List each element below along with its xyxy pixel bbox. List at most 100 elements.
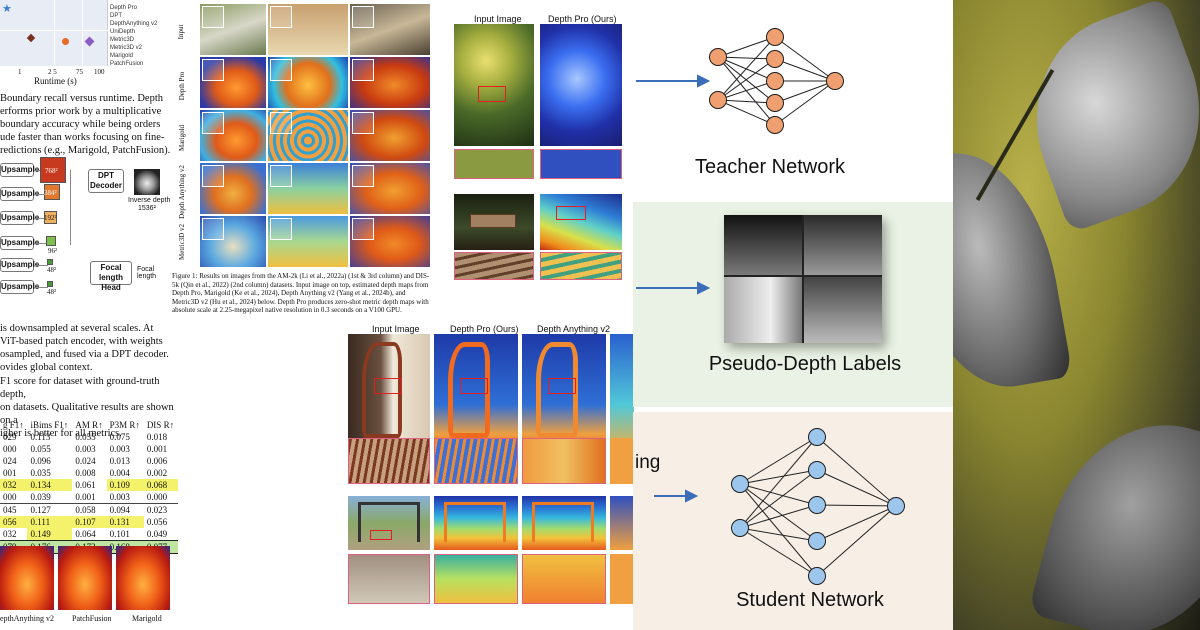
- zoom-inset: [352, 6, 374, 28]
- swing-depth-frame: [444, 502, 506, 542]
- legend-item: Depth Pro: [110, 5, 138, 11]
- inverse-depth-label: Inverse depth: [128, 197, 171, 204]
- partial-depth-image: [610, 496, 634, 550]
- feature-size-label: 48²: [47, 288, 57, 296]
- caption-line: is downsampled at several scales. At: [0, 323, 154, 334]
- zoom-inset: [352, 165, 374, 187]
- harp-figure-panel: Input Image Depth Pro (Ours) Depth Anyth…: [340, 318, 634, 630]
- table-cell: 0.018: [146, 432, 168, 442]
- zoom-inset: [352, 59, 374, 81]
- connector-line: [34, 287, 48, 288]
- merge-line: [70, 170, 71, 245]
- figure1-cell: [350, 57, 430, 108]
- zoom-region-box: [556, 206, 586, 220]
- table-cell: 0.004: [109, 468, 130, 478]
- legend-item: DPT: [110, 13, 122, 19]
- connector-line: [34, 194, 48, 195]
- architecture-caption: is downsampled at several scales. At ViT…: [0, 322, 180, 374]
- tick-label: 100: [94, 68, 105, 76]
- image-label: Marigold: [132, 614, 162, 623]
- figure1-cell: [268, 216, 348, 267]
- zoom-inset: [270, 6, 292, 28]
- inverse-depth-size: 1536²: [138, 205, 156, 212]
- zoom-inset: [270, 165, 292, 187]
- table-header: AM R↑: [75, 420, 103, 430]
- row-label: Depth Anything v2: [178, 165, 186, 219]
- axis-label-runtime: Runtime (s): [34, 76, 77, 86]
- table-cell: 0.058: [75, 505, 96, 515]
- column-label: Input Image: [372, 324, 420, 334]
- feature-size-label: 48²: [47, 266, 57, 274]
- table-cell: 0.001: [146, 444, 168, 454]
- result-image-patchfusion: [58, 546, 112, 610]
- zoom-region-box: [548, 378, 576, 394]
- teacher-hidden-node: [766, 72, 784, 90]
- table-cell: 0.055: [30, 444, 51, 454]
- upsample-block: Upsample: [0, 258, 39, 272]
- legend-item: DepthAnything v2: [110, 21, 158, 27]
- upsample-block: Upsample: [0, 163, 39, 177]
- table-caption: F1 score for dataset with ground-truth d…: [0, 375, 180, 440]
- caption-line: ude faster than works focusing on fine-: [0, 132, 165, 143]
- upsample-block: Upsample: [0, 236, 39, 250]
- table-cell: 056: [0, 516, 28, 528]
- plot-gridline: [54, 0, 55, 66]
- plot-gridline: [82, 0, 83, 66]
- upsample-block: Upsample: [0, 187, 39, 201]
- dpt-decoder-block: DPT Decoder: [88, 169, 124, 193]
- table-cell: 0.096: [30, 456, 51, 466]
- legend: Depth Pro DPT DepthAnything v2 UniDepth …: [110, 4, 180, 68]
- depth-quadrant: [724, 215, 802, 275]
- depthanything-swings-crop: [522, 554, 606, 604]
- student-hidden-node: [808, 496, 826, 514]
- column-label: Depth Anything v2: [537, 324, 611, 334]
- plot-gridline: [0, 30, 108, 31]
- feature-size-label: 384²: [44, 189, 57, 197]
- table-cell: 0.001: [75, 492, 96, 502]
- teacher-input-node: [709, 91, 727, 109]
- table-cell: 0.056: [146, 517, 168, 527]
- table-cell: 0.061: [75, 480, 96, 490]
- student-input-node: [731, 475, 749, 493]
- result-image-marigold: [116, 546, 170, 610]
- student-output-node: [887, 497, 905, 515]
- student-hidden-node: [808, 428, 826, 446]
- table-header: g F1↑: [3, 420, 24, 430]
- leaf-shape: [1027, 400, 1200, 630]
- connector-line: [34, 243, 48, 244]
- partial-depth-image: [610, 334, 634, 452]
- row-label: Marigold: [178, 124, 186, 152]
- table-cell: 045: [3, 505, 17, 515]
- table-cell: 024: [3, 456, 17, 466]
- focal-length-head-block: Focal length Head: [90, 261, 132, 292]
- zoom-inset: [202, 112, 224, 134]
- caption-line: on datasets. Qualitative results are sho…: [0, 402, 174, 426]
- table-cell: 0.113: [30, 432, 51, 442]
- teacher-hidden-node: [766, 94, 784, 112]
- table-cell: 0.068: [143, 479, 178, 491]
- table-cell: 032: [3, 529, 17, 539]
- table-cell: 0.003: [109, 492, 130, 502]
- table-cell: 029: [3, 432, 17, 442]
- table-cell: 0.003: [75, 444, 96, 454]
- depthpro-bench-crop: [540, 252, 622, 280]
- depthpro-plant-image: [540, 24, 622, 146]
- plot-caption: Boundary recall versus runtime. Depth er…: [0, 92, 180, 157]
- caption-line: F1 score for dataset with ground-truth d…: [0, 376, 160, 400]
- depthpro-plant-crop: [540, 149, 622, 179]
- input-bench-crop: [454, 252, 534, 280]
- caption-line: boundary accuracy while being orders: [0, 119, 161, 130]
- zoom-inset: [202, 218, 224, 240]
- figure1-cell: [350, 216, 430, 267]
- depthpro-swings-crop: [434, 554, 518, 604]
- table-cell: 0.064: [75, 529, 96, 539]
- figure1-cell: [268, 110, 348, 161]
- zoom-inset: [270, 218, 292, 240]
- zoom-inset: [270, 112, 292, 134]
- teacher-hidden-node: [766, 50, 784, 68]
- connector-line: [34, 218, 48, 219]
- zoom-inset: [202, 59, 224, 81]
